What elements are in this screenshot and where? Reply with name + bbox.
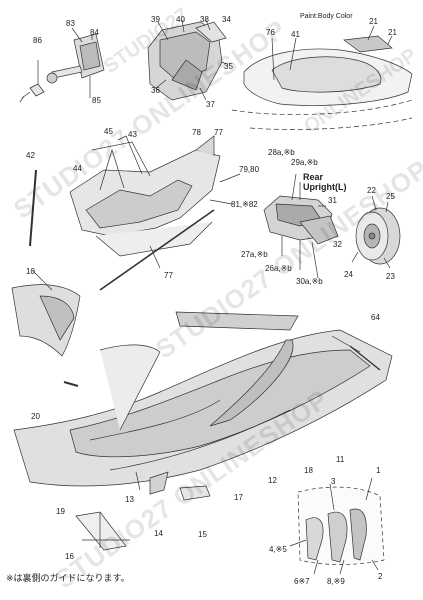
part-76-41-21-drawing [231,25,413,130]
rear-upright-title-line1: Rear [303,172,324,182]
part-label-27: 27a,※b [241,250,268,259]
part-label-85: 85 [92,96,101,105]
part-label-16: 16 [65,552,74,561]
part-label-81-82: 81,※82 [231,200,258,209]
part-34-40-drawing [147,19,227,101]
part-label-28: 28a,※b [268,148,295,157]
part-label-20: 20 [31,412,40,421]
part-label-19: 19 [56,507,65,516]
part-label-78: 78 [192,128,201,137]
part-label-84: 84 [90,28,99,37]
part-label-39: 39 [151,15,160,24]
part-label-64: 64 [371,313,380,322]
part-label-2: 2 [378,572,383,581]
part-label-40: 40 [176,15,185,24]
part-label-17: 17 [234,493,243,502]
part-label-8-9: 8,※9 [327,577,345,586]
part-label-18: 18 [304,466,313,475]
part-86-drawing [19,60,45,103]
part-label-38: 38 [200,15,209,24]
part-label-22: 22 [367,186,376,195]
part-label-32: 32 [333,240,342,249]
part-42-45-frame-drawing [29,135,241,291]
part-label-86: 86 [33,36,42,45]
part-label-41: 41 [291,30,300,39]
part-label-77b: 77 [164,271,173,280]
part-label-30: 30a,※b [296,277,323,286]
part-label-25: 25 [386,192,395,201]
part-label-43: 43 [128,130,137,139]
part-11-20-floor-drawing [13,311,393,501]
part-label-14: 14 [154,529,163,538]
part-label-11: 11 [336,455,345,464]
footnote: ※は裏側のガイドになります。 [6,574,130,584]
part-22-25-wheel-drawing [351,195,401,269]
part-label-26: 26a,※b [265,264,292,273]
part-label-21b: 21 [388,28,397,37]
part-label-77a: 77 [214,128,223,137]
part-label-76: 76 [266,28,275,37]
part-label-35: 35 [224,62,233,71]
part-label-31: 31 [328,196,337,205]
part-label-12: 12 [268,476,277,485]
part-label-44: 44 [73,164,82,173]
part-label-24: 24 [344,270,353,279]
part-83-85-drawing [46,27,105,98]
part-label-23: 23 [386,272,395,281]
part-label-29: 29a,※b [291,158,318,167]
part-label-21a: 21 [369,17,378,26]
part-label-3: 3 [331,477,336,486]
part-label-34: 34 [222,15,231,24]
part-label-6-7: 6※7 [294,577,310,586]
part-label-4-5: 4,※5 [269,545,287,554]
part-label-10: 10 [26,267,35,276]
part-label-79-80: 79,80 [239,165,260,174]
part-label-37: 37 [206,100,215,109]
part-26-32-upright-drawing [263,173,339,279]
part-label-83: 83 [66,19,75,28]
part-label-36: 36 [151,86,160,95]
part-1-9-endplate-drawing [289,477,385,575]
part-10-drawing [11,269,81,357]
paint-note: Paint:Body Color [300,13,353,20]
part-label-45: 45 [104,127,113,136]
part-label-15: 15 [198,530,207,539]
part-label-42: 42 [26,151,35,160]
part-label-1: 1 [376,466,381,475]
part-label-13: 13 [125,495,134,504]
part-16-drawing [75,511,130,551]
rear-upright-title-line2: Upright(L) [303,182,347,192]
